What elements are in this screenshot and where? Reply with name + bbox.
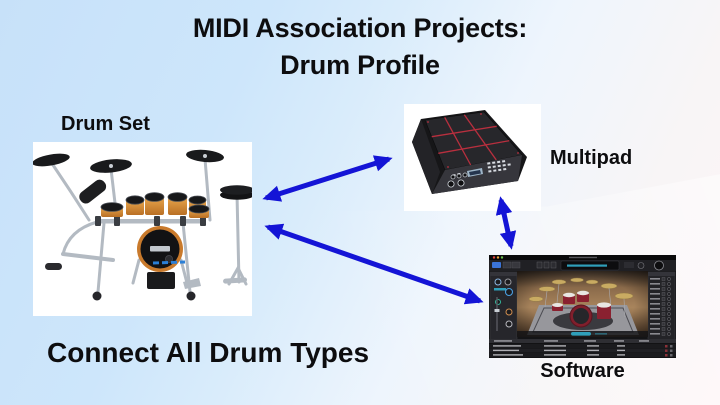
arrow-drumset-multipad <box>262 155 393 202</box>
pad-grid-lines <box>431 114 510 166</box>
software-screenshot <box>489 255 676 358</box>
caption-text: Connect All Drum Types <box>47 337 370 368</box>
tom-pads <box>100 192 210 218</box>
software-illustration <box>489 255 676 358</box>
multipad-knobs <box>447 172 468 188</box>
title-line-2: Drum Profile <box>280 50 440 80</box>
settings-panel <box>647 271 676 344</box>
software-label: Software <box>540 360 625 382</box>
title-line-1: MIDI Association Projects: <box>192 13 528 43</box>
drum-kit-render <box>517 271 648 337</box>
mixer-panel <box>489 271 518 342</box>
multipad-illustration <box>404 104 541 211</box>
kick-drum <box>137 226 183 272</box>
arrow-drumset-software <box>264 223 484 305</box>
drum-set-illustration <box>33 142 252 316</box>
multipad-photo <box>404 104 541 211</box>
drum-set-photo <box>33 142 252 316</box>
drum-set-label: Drum Set <box>61 113 150 135</box>
preset-browser <box>489 339 676 358</box>
cymbal-pads <box>33 149 252 200</box>
slide-title: MIDI Association Projects: Drum Profile <box>0 10 720 84</box>
pad-corner-dots <box>427 113 519 168</box>
multipad-label: Multipad <box>550 147 633 169</box>
